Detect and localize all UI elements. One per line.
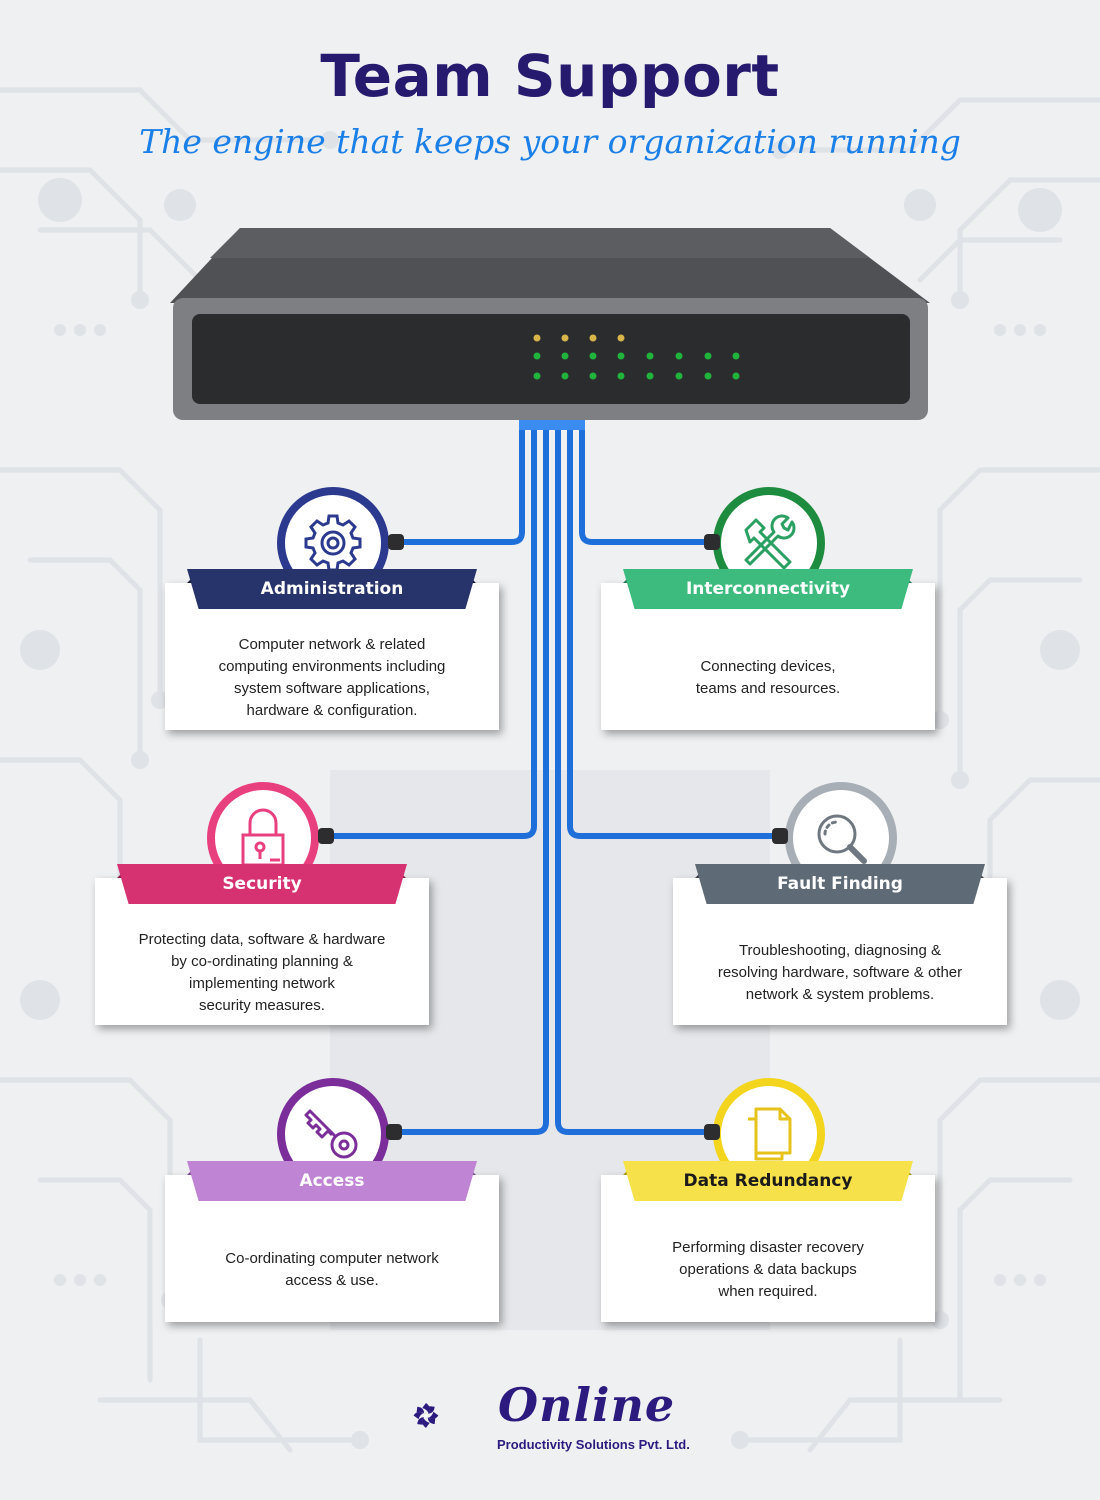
data-redundancy-description: Performing disaster recovery operations … <box>672 1238 864 1300</box>
fault-finding-description: Troubleshooting, diagnosing & resolving … <box>717 941 963 1003</box>
tools-icon <box>744 514 796 570</box>
interconnectivity-label: Interconnectivity <box>623 569 913 609</box>
gear-icon <box>304 514 362 572</box>
documents-icon <box>748 1107 792 1161</box>
access-label: Access <box>187 1161 477 1201</box>
interconnectivity-description: Connecting devices, teams and resources. <box>695 657 841 697</box>
page-title: Team Support <box>320 42 780 110</box>
page-subtitle: The engine that keeps your organization … <box>139 122 961 161</box>
network-router <box>170 228 930 420</box>
key-icon <box>304 1109 358 1159</box>
company-logo-mark <box>413 1403 439 1428</box>
data-redundancy-label: Data Redundancy <box>623 1161 913 1201</box>
administration-label: Administration <box>187 569 477 609</box>
security-label: Security <box>117 864 407 904</box>
administration-description: Computer network & related computing env… <box>218 635 446 719</box>
magnifier-icon <box>817 814 867 864</box>
company-logo-subtitle: Productivity Solutions Pvt. Ltd. <box>497 1437 690 1452</box>
security-description: Protecting data, software & hardware by … <box>138 930 386 1014</box>
fault-finding-label: Fault Finding <box>695 864 985 904</box>
access-description: Co-ordinating computer network access & … <box>225 1249 439 1289</box>
company-logo-name: Online <box>498 1378 676 1432</box>
lock-icon <box>241 808 285 867</box>
